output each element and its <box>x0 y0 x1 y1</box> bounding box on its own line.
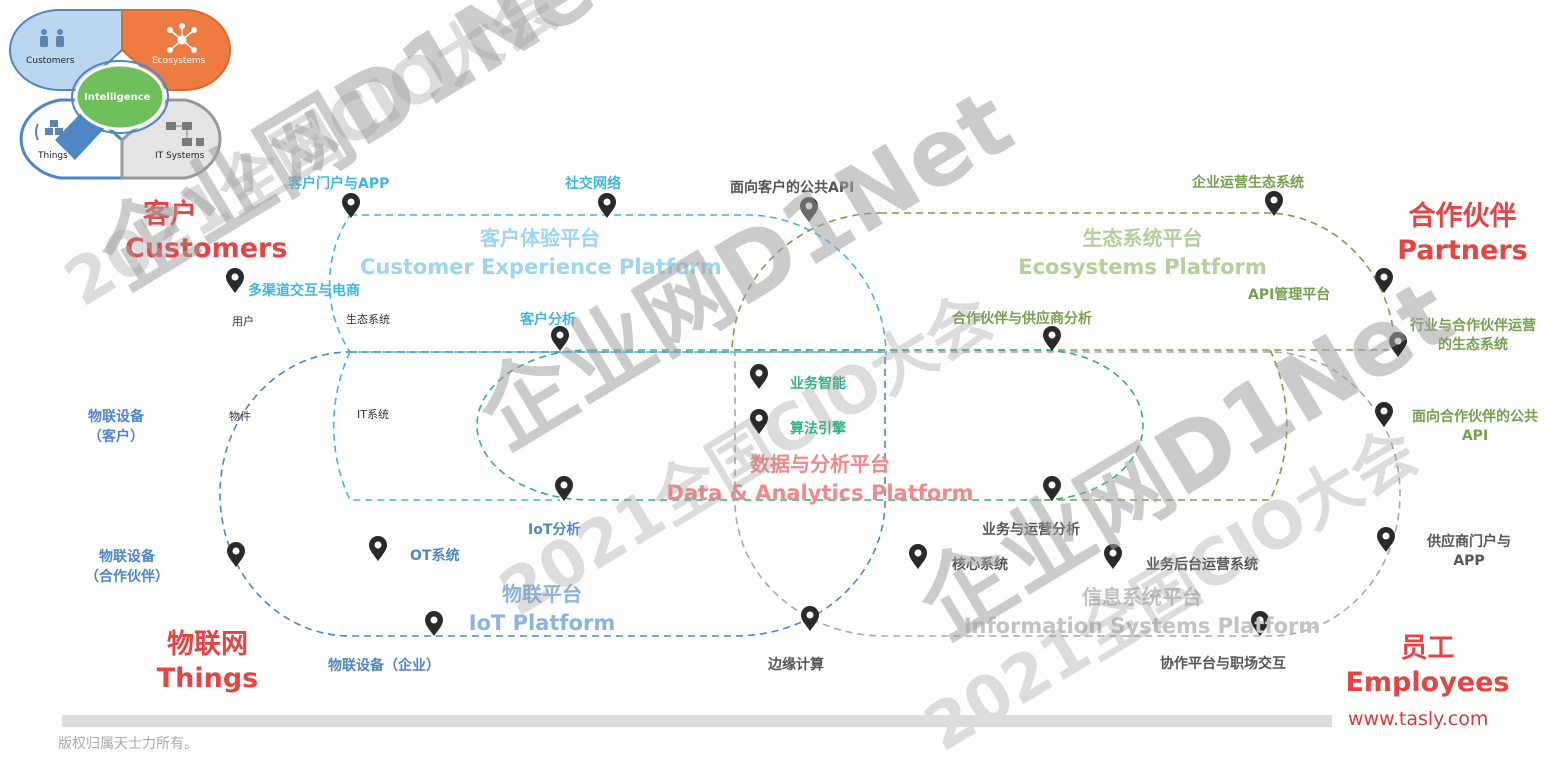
label-edge: 边缘计算 <box>768 657 824 673</box>
label-backoffice: 业务后台运营系统 <box>1146 557 1258 573</box>
map-pin-hole <box>914 549 922 557</box>
label-supplier-portal: 供应商门户与APP <box>1427 534 1511 569</box>
map-pin-hole <box>1048 331 1056 339</box>
label-omni: 多渠道交互与电商 <box>248 283 360 299</box>
label-ot-sys: OT系统 <box>410 548 460 564</box>
customer-experience-loop <box>328 214 887 356</box>
things-cn: 物联网 <box>167 629 248 660</box>
location-pins <box>226 191 1407 636</box>
map-pin-hole <box>347 198 355 206</box>
map-pin-hole <box>1394 337 1402 345</box>
ecosystem-loop <box>731 212 1396 351</box>
map-pin-hole <box>805 202 813 210</box>
map-pin-hole <box>603 198 611 206</box>
things-en: Things <box>156 663 259 694</box>
label-iot-enterprise: 物联设备（企业） <box>328 658 440 674</box>
iot-loop <box>219 351 886 637</box>
map-pin-hole <box>1256 616 1264 624</box>
label-biz-ops-analytics: 业务与运营分析 <box>982 522 1080 538</box>
eco-platform-title: 生态系统平台 Ecosystems Platform <box>1018 226 1267 279</box>
map-pin-hole <box>1048 481 1056 489</box>
partners-corner-title: 合作伙伴 Partners <box>1395 200 1530 268</box>
customer-bottom-curve <box>332 351 560 501</box>
footer-url[interactable]: www.tasly.com <box>1348 708 1489 730</box>
it-systems-icon <box>166 122 204 146</box>
customers-corner-title: 客户 Customers <box>125 198 288 266</box>
map-pin-hole <box>1382 532 1390 540</box>
label-core-sys: 核心系统 <box>952 557 1008 573</box>
map-pin-hole <box>232 547 240 555</box>
label-iot-partner: 物联设备 （合作伙伴） <box>85 549 169 585</box>
footer-copyright: 版权归属天士力所有。 <box>58 736 198 752</box>
map-pin-hole <box>430 616 438 624</box>
map-pin-hole <box>806 611 814 619</box>
map-pin-hole <box>1380 407 1388 415</box>
label-cust-analytics: 客户分析 <box>520 312 576 328</box>
venn-intelligence-circle <box>74 63 166 131</box>
label-collab: 协作平台与职场交互 <box>1160 656 1286 672</box>
label-public-api: 面向客户的公共API <box>730 180 855 196</box>
label-api-mgmt: API管理平台 <box>1248 287 1331 303</box>
map-pin-hole <box>556 331 564 339</box>
iot-platform-title: 物联平台 IoT Platform <box>468 582 616 635</box>
label-industry-eco: 行业与合作伙伴运营的生态系统 <box>1410 318 1536 353</box>
customers-en: Customers <box>125 233 288 264</box>
map-pin-hole <box>755 369 763 377</box>
map-pin-hole <box>1270 196 1278 204</box>
label-eco-ops: 企业运营生态系统 <box>1192 175 1304 191</box>
ecosystem-right-curve <box>1040 349 1288 501</box>
venn-customers-label: Customers <box>26 56 75 66</box>
boxes-icon <box>35 120 73 141</box>
customers-cn: 客户 <box>143 199 197 230</box>
small-label-things: 物件 <box>229 410 251 423</box>
map-pin-hole <box>1109 549 1117 557</box>
partners-en: Partners <box>1397 235 1528 266</box>
map-pin-hole <box>1380 273 1388 281</box>
venn-intelligence-label: Intelligence <box>84 92 151 103</box>
label-algo: 算法引擎 <box>790 421 846 437</box>
label-iot-analytics: IoT分析 <box>528 522 581 538</box>
venn-itsystems-label: IT Systems <box>155 151 205 161</box>
employees-cn: 员工 <box>1400 633 1455 664</box>
people-icon <box>40 29 64 47</box>
map-pin-hole <box>560 481 568 489</box>
network-icon <box>167 23 197 53</box>
label-iot-cust: 物联设备 （客户） <box>88 409 144 445</box>
label-portal-app: 客户门户与APP <box>288 176 390 192</box>
data-platform-title: 数据与分析平台 Data & Analytics Platform <box>666 452 974 505</box>
small-label-it-sys: IT系统 <box>357 408 389 421</box>
footer-bar <box>62 715 1332 727</box>
small-label-users: 用户 <box>232 315 254 328</box>
venn-ecosystems-label: Ecosystems <box>152 56 206 66</box>
cx-platform-title: 客户体验平台 Customer Experience Platform <box>360 226 722 279</box>
employees-en: Employees <box>1345 667 1510 698</box>
venn-logo <box>9 9 231 180</box>
small-label-eco-sys: 生态系统 <box>346 313 390 326</box>
map-pin-hole <box>755 414 763 422</box>
label-biz-intel: 业务智能 <box>790 376 846 392</box>
venn-ecosystems-petal <box>121 9 231 91</box>
map-pin-hole <box>374 541 382 549</box>
label-partner-analytics: 合作伙伴与供应商分析 <box>952 311 1092 327</box>
label-social: 社交网络 <box>565 176 621 192</box>
label-partner-api: 面向合作伙伴的公共API <box>1412 409 1538 444</box>
info-platform-title: 信息系统平台 Information Systems Platform <box>963 585 1321 638</box>
data-analytics-loop <box>476 349 1144 501</box>
employees-corner-title: 员工 Employees <box>1345 632 1510 700</box>
things-corner-title: 物联网 Things <box>140 628 275 696</box>
partners-cn: 合作伙伴 <box>1408 201 1517 232</box>
map-pin-hole <box>231 273 239 281</box>
venn-things-label: Things <box>38 151 68 161</box>
